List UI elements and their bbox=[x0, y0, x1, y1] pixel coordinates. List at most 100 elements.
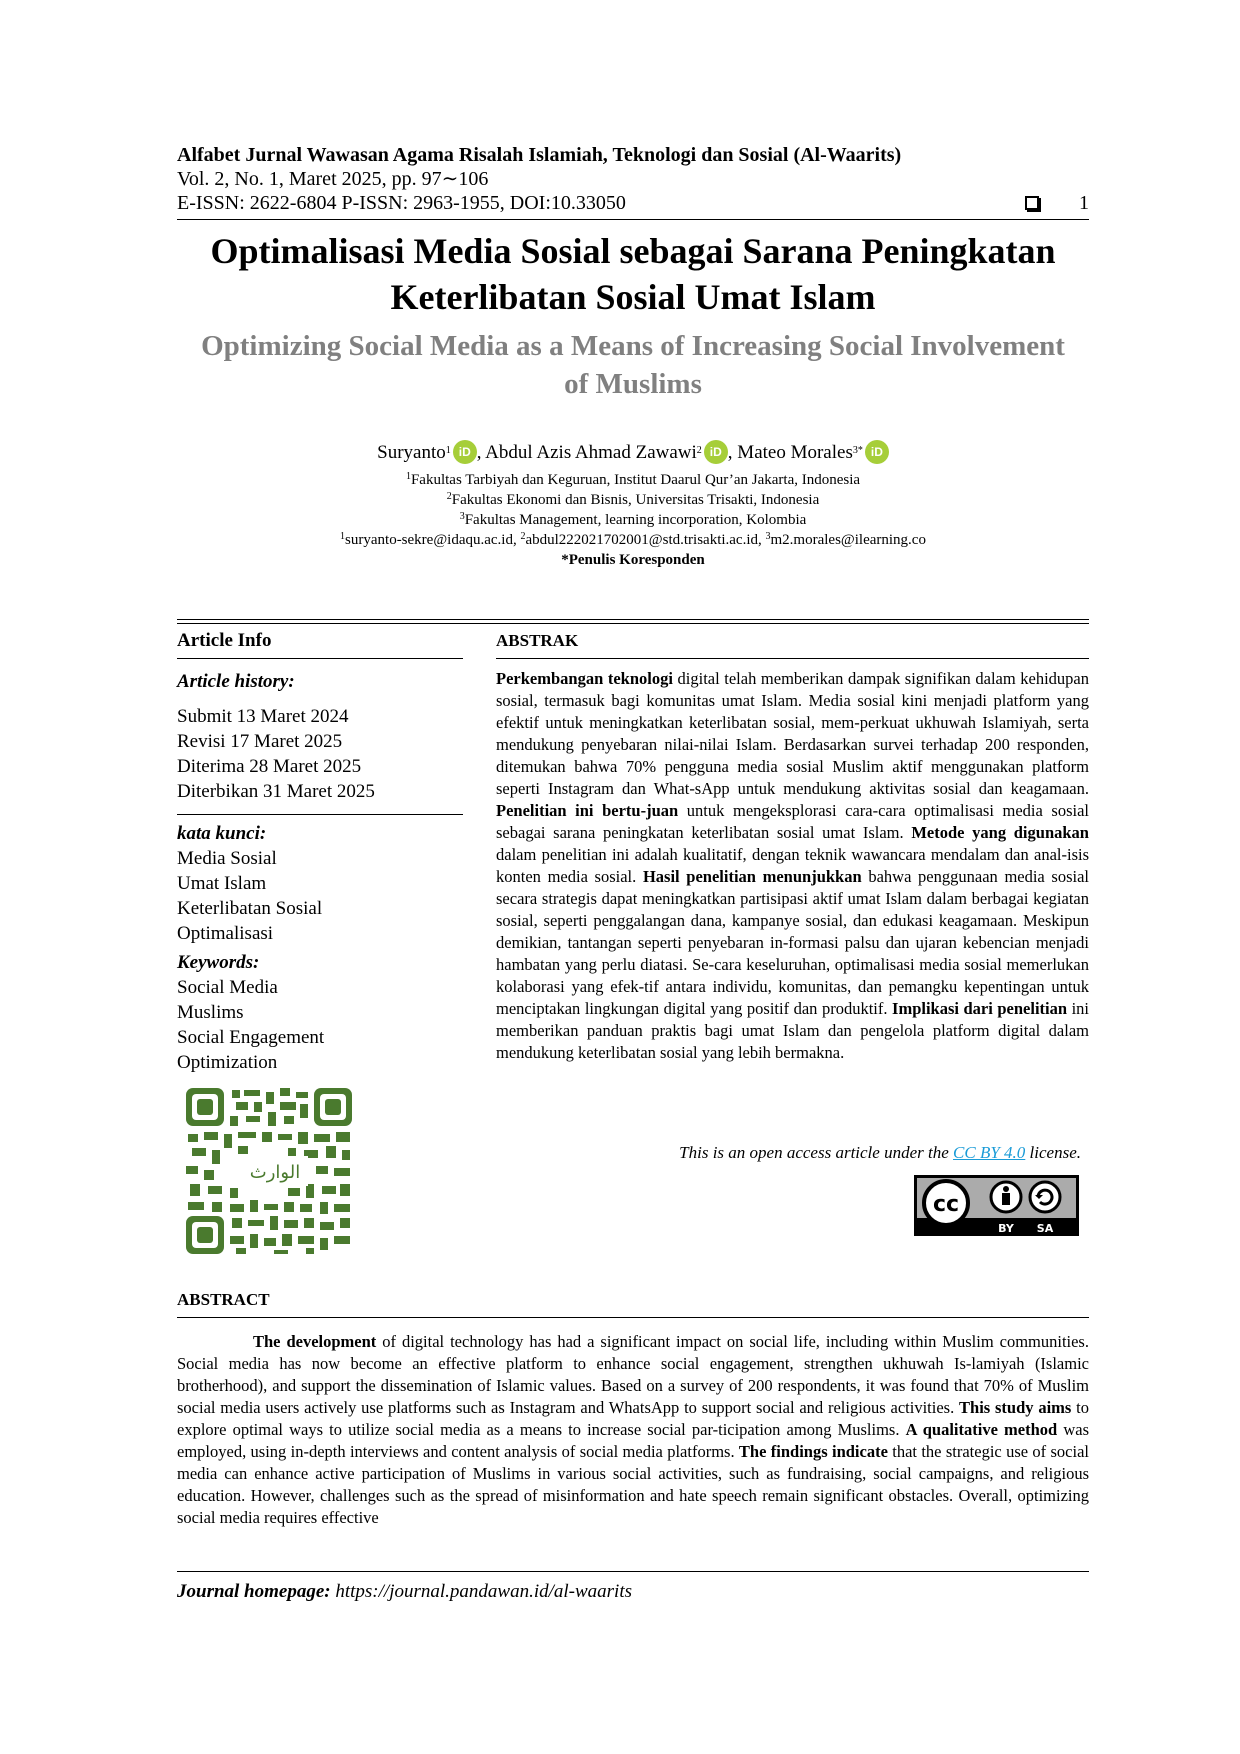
email-sup: 2 bbox=[520, 531, 526, 542]
orcid-icon[interactable]: iD bbox=[703, 440, 728, 464]
homepage-label: Journal homepage: bbox=[177, 1581, 331, 1602]
author-name: , Abdul Azis Ahmad Zawawi bbox=[476, 442, 697, 463]
keyword-item: Muslims bbox=[177, 1002, 244, 1023]
orcid-icon[interactable]: iD bbox=[864, 440, 889, 464]
article-info: Article Info Article history: Submit 13 … bbox=[177, 628, 463, 1075]
kata-kunci-label: kata kunci: bbox=[177, 823, 267, 844]
abstract-span: to explore optimal ways to utilize socia… bbox=[177, 1398, 1089, 1439]
affiliation: 1Fakultas Tarbiyah dan Keguruan, Institu… bbox=[177, 470, 1089, 490]
license-prefix: This is an open access article under the bbox=[679, 1143, 954, 1162]
abstract-span: of digital technology has had a signific… bbox=[177, 1332, 1089, 1417]
affiliation-text: Fakultas Ekonomi dan Bisnis, Universitas… bbox=[451, 492, 820, 508]
abstract-span: was employed, using in-depth interviews … bbox=[177, 1420, 1089, 1461]
volume-line: Vol. 2, No. 1, Maret 2025, pp. 97∼106 bbox=[177, 168, 489, 190]
author-emails: 1suryanto-sekre@idaqu.ac.id, 2abdul22202… bbox=[177, 530, 1089, 550]
kata-kunci-item: Keterlibatan Sosial bbox=[177, 898, 323, 919]
page-number: 1 bbox=[1079, 192, 1089, 214]
abstrak-bold: Hasil penelitian menunjukkan bbox=[642, 867, 862, 886]
article-info-rule bbox=[177, 658, 463, 659]
abstract-rule bbox=[177, 1317, 1089, 1318]
abstrak-text: Perkembangan teknologi digital telah mem… bbox=[496, 668, 1089, 1064]
cc-by-sa-badge[interactable]: cc BY SA bbox=[914, 1175, 1079, 1236]
history-item: Revisi 17 Maret 2025 bbox=[177, 731, 343, 752]
author-sup: 2 bbox=[696, 445, 702, 456]
issn-line: E-ISSN: 2622-6804 P-ISSN: 2963-1955, DOI… bbox=[177, 192, 626, 214]
history-item: Submit 13 Maret 2024 bbox=[177, 706, 349, 727]
keyword-item: Social Engagement bbox=[177, 1027, 325, 1048]
author-sup: 1 bbox=[445, 445, 451, 456]
qr-code[interactable]: الوارث bbox=[184, 1086, 354, 1256]
corresponding-author-note: *Penulis Koresponden bbox=[561, 552, 705, 568]
author-name: , Mateo Morales bbox=[727, 442, 853, 463]
subtitle-line-2: of Muslims bbox=[564, 368, 702, 400]
kata-kunci-item: Media Sosial bbox=[177, 848, 277, 869]
email-link[interactable]: suryanto-sekre@idaqu.ac.id, bbox=[345, 532, 521, 548]
abstract-text: The development of digital technology ha… bbox=[177, 1331, 1089, 1529]
kata-kunci-item: Umat Islam bbox=[177, 873, 267, 894]
abstrak-span: dalam penelitian ini adalah kualitatif, … bbox=[496, 845, 1089, 886]
abstrak-span: ini memberikan panduan praktis bagi umat… bbox=[496, 999, 1089, 1062]
email-sup: 1 bbox=[340, 531, 346, 542]
keyword-item: Social Media bbox=[177, 977, 278, 998]
page-box-icon bbox=[1025, 196, 1039, 210]
abstrak-bold: Perkembangan teknologi bbox=[496, 669, 673, 688]
license-link[interactable]: CC BY 4.0 bbox=[953, 1143, 1026, 1162]
section-rule bbox=[177, 619, 1089, 620]
abstrak-heading: ABSTRAK bbox=[496, 631, 579, 650]
article-info-heading: Article Info bbox=[177, 630, 272, 651]
license-statement: This is an open access article under the… bbox=[496, 1143, 1081, 1163]
article-info-rule bbox=[177, 814, 463, 815]
orcid-icon[interactable]: iD bbox=[452, 440, 477, 464]
affiliation: 3Fakultas Management, learning incorpora… bbox=[177, 510, 1089, 530]
history-item: Diterima 28 Maret 2025 bbox=[177, 756, 362, 777]
email-sup: 3 bbox=[765, 531, 771, 542]
abstract-bold: The findings indicate bbox=[738, 1442, 888, 1461]
email-link[interactable]: m2.morales@ilearning.co bbox=[770, 532, 926, 548]
abstract-bold: This study aims bbox=[959, 1398, 1072, 1417]
affiliation-sup: 3 bbox=[459, 511, 465, 522]
issn-row: E-ISSN: 2622-6804 P-ISSN: 2963-1955, DOI… bbox=[177, 191, 1089, 215]
history-item: Diterbikan 31 Maret 2025 bbox=[177, 781, 375, 802]
author-name: Suryanto bbox=[377, 442, 446, 463]
abstrak-bold: Penelitian ini bertu-juan bbox=[496, 801, 679, 820]
abstrak-bold: Metode yang digunakan bbox=[911, 823, 1089, 842]
journal-homepage: Journal homepage: https://journal.pandaw… bbox=[177, 1581, 632, 1603]
abstract-bold: A qualitative method bbox=[905, 1420, 1058, 1439]
abstract-heading: ABSTRACT bbox=[177, 1290, 270, 1309]
abstract-bold: The development bbox=[253, 1332, 377, 1351]
affiliations: 1Fakultas Tarbiyah dan Keguruan, Institu… bbox=[177, 470, 1089, 570]
abstrak-span: digital telah memberikan dampak signifik… bbox=[496, 669, 1090, 798]
author-sup: 3* bbox=[852, 445, 863, 456]
keywords-label: Keywords: bbox=[177, 952, 260, 973]
footer-rule bbox=[177, 1571, 1089, 1572]
sa-text: SA bbox=[1037, 1222, 1054, 1235]
qr-logo-text: الوارث bbox=[250, 1162, 300, 1183]
abstrak-span: bahwa penggunaan media sosial secara str… bbox=[496, 867, 1090, 1018]
abstrak-bold: Implikasi dari penelitian bbox=[892, 999, 1068, 1018]
section-rule bbox=[177, 623, 1089, 624]
by-text: BY bbox=[998, 1222, 1015, 1235]
affiliation-text: Fakultas Management, learning incorporat… bbox=[464, 512, 807, 528]
affiliation-sup: 2 bbox=[446, 491, 452, 502]
affiliation-sup: 1 bbox=[405, 471, 411, 482]
paper-title-english: Optimizing Social Media as a Means of In… bbox=[177, 327, 1089, 403]
title-line-2: Keterlibatan Sosial Umat Islam bbox=[390, 277, 876, 317]
abstract-span: that the strategic use of social media c… bbox=[177, 1442, 1089, 1527]
email-link[interactable]: abdul222021702001@std.trisakti.ac.id, bbox=[525, 532, 766, 548]
paper-title-indonesian: Optimalisasi Media Sosial sebagai Sarana… bbox=[177, 228, 1089, 320]
kata-kunci-item: Optimalisasi bbox=[177, 923, 274, 944]
affiliation-text: Fakultas Tarbiyah dan Keguruan, Institut… bbox=[410, 472, 861, 488]
cc-text: cc bbox=[933, 1192, 959, 1217]
abstrak-rule bbox=[496, 658, 1089, 659]
homepage-link[interactable]: https://journal.pandawan.id/al-waarits bbox=[330, 1581, 633, 1602]
affiliation: 2Fakultas Ekonomi dan Bisnis, Universita… bbox=[177, 490, 1089, 510]
history-label: Article history: bbox=[177, 671, 295, 692]
header-rule bbox=[177, 219, 1089, 220]
subtitle-line-1: Optimizing Social Media as a Means of In… bbox=[201, 330, 1065, 362]
journal-header: Alfabet Jurnal Wawasan Agama Risalah Isl… bbox=[177, 143, 1089, 215]
license-suffix: license. bbox=[1025, 1143, 1081, 1162]
keyword-item: Optimization bbox=[177, 1052, 278, 1073]
journal-name: Alfabet Jurnal Wawasan Agama Risalah Isl… bbox=[177, 144, 902, 166]
abstrak-span: untuk mengeksplorasi cara-cara optimalis… bbox=[496, 801, 1089, 842]
